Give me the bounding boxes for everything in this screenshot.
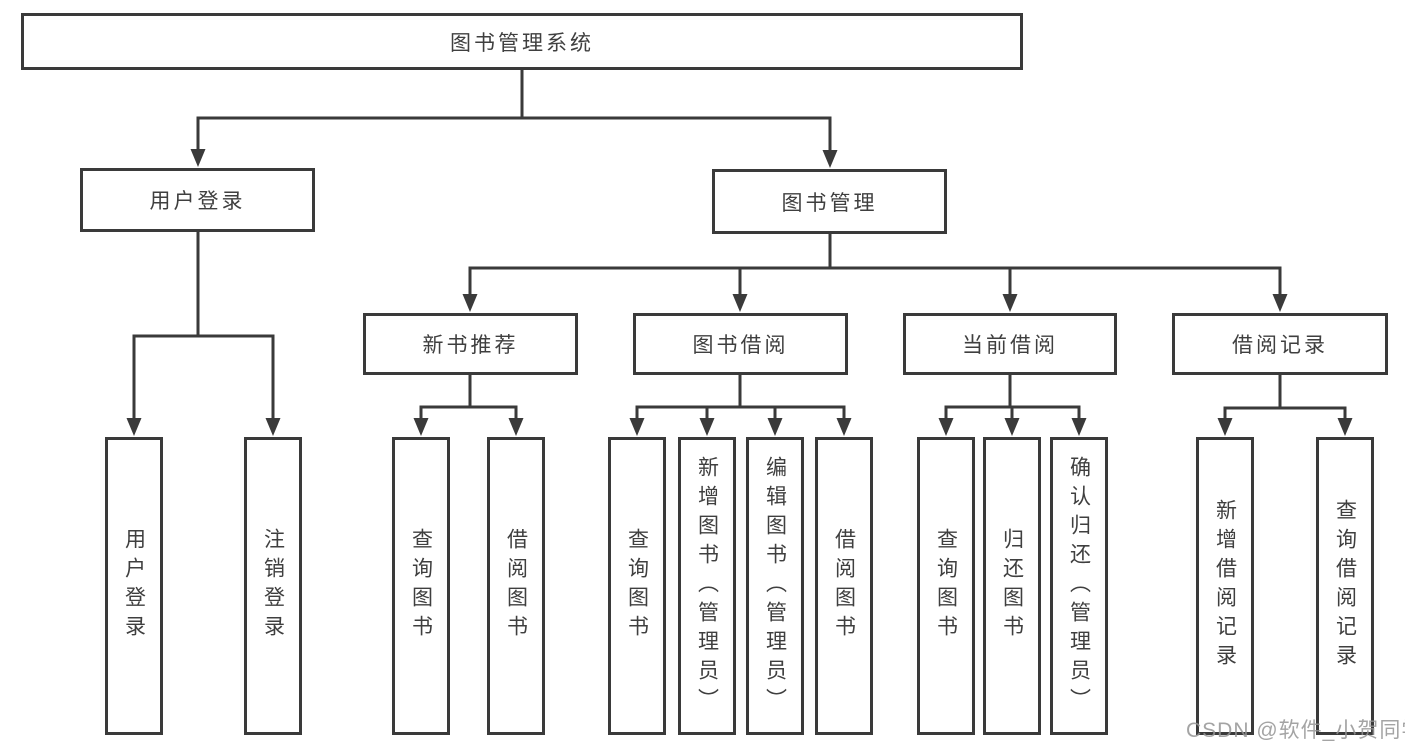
node-book-mgmt: 图书管理 xyxy=(712,169,947,234)
arrowhead-icon xyxy=(462,294,478,312)
node-root: 图书管理系统 xyxy=(21,13,1023,70)
csdn-watermark: CSDN @软件_小贺同学 xyxy=(1186,719,1405,742)
connector-userlogin-to-leaves xyxy=(132,232,275,420)
leaf-bb-query-books: 查询图书 xyxy=(608,437,666,735)
leaf-bb-edit-books-admin: 编辑图书（管理员） xyxy=(746,437,804,735)
arrowhead-icon xyxy=(836,418,852,436)
connector-lines xyxy=(132,70,1347,420)
arrowhead-icon xyxy=(822,150,838,168)
connector-bookmgmt-to-level3 xyxy=(468,234,1282,296)
arrowhead-icon xyxy=(1217,418,1233,436)
node-new-book-rec: 新书推荐 xyxy=(363,313,578,375)
leaf-user-login: 用户登录 xyxy=(105,437,163,735)
leaf-cb-confirm-return-admin: 确认归还（管理员） xyxy=(1050,437,1108,735)
leaf-bb-borrow-books: 借阅图书 xyxy=(815,437,873,735)
arrowhead-icon xyxy=(508,418,524,436)
arrowhead-icon xyxy=(1337,418,1353,436)
leaf-logout: 注销登录 xyxy=(244,437,302,735)
leaf-bb-add-books-admin: 新增图书（管理员） xyxy=(678,437,736,735)
node-borrow-records: 借阅记录 xyxy=(1172,313,1388,375)
connector-borrowrecords-to-leaves xyxy=(1223,375,1347,420)
arrowhead-icon xyxy=(767,418,783,436)
connector-root-to-level2 xyxy=(196,70,832,152)
arrowhead-icon xyxy=(629,418,645,436)
connector-newbookrec-to-leaves xyxy=(419,375,518,420)
leaf-cb-query-books: 查询图书 xyxy=(917,437,975,735)
node-user-login: 用户登录 xyxy=(80,168,315,232)
node-current-borrow: 当前借阅 xyxy=(903,313,1117,375)
arrowhead-icon xyxy=(1004,418,1020,436)
arrowhead-icon xyxy=(1272,294,1288,312)
arrowhead-icon xyxy=(732,294,748,312)
arrowhead-icon xyxy=(1002,294,1018,312)
arrowhead-icon xyxy=(699,418,715,436)
leaf-br-add-record: 新增借阅记录 xyxy=(1196,437,1254,735)
arrowhead-icon xyxy=(265,418,281,436)
arrowhead-icons xyxy=(126,149,1353,436)
arrowhead-icon xyxy=(413,418,429,436)
arrowhead-icon xyxy=(190,149,206,167)
leaf-rec-borrow-books: 借阅图书 xyxy=(487,437,545,735)
arrowhead-icon xyxy=(1071,418,1087,436)
arrowhead-icon xyxy=(126,418,142,436)
leaf-cb-return-books: 归还图书 xyxy=(983,437,1041,735)
connector-bookborrow-to-leaves xyxy=(635,375,846,420)
leaf-br-query-record: 查询借阅记录 xyxy=(1316,437,1374,735)
node-book-borrow: 图书借阅 xyxy=(633,313,848,375)
arrowhead-icon xyxy=(938,418,954,436)
leaf-rec-query-books: 查询图书 xyxy=(392,437,450,735)
connector-currentborrow-to-leaves xyxy=(944,375,1081,420)
